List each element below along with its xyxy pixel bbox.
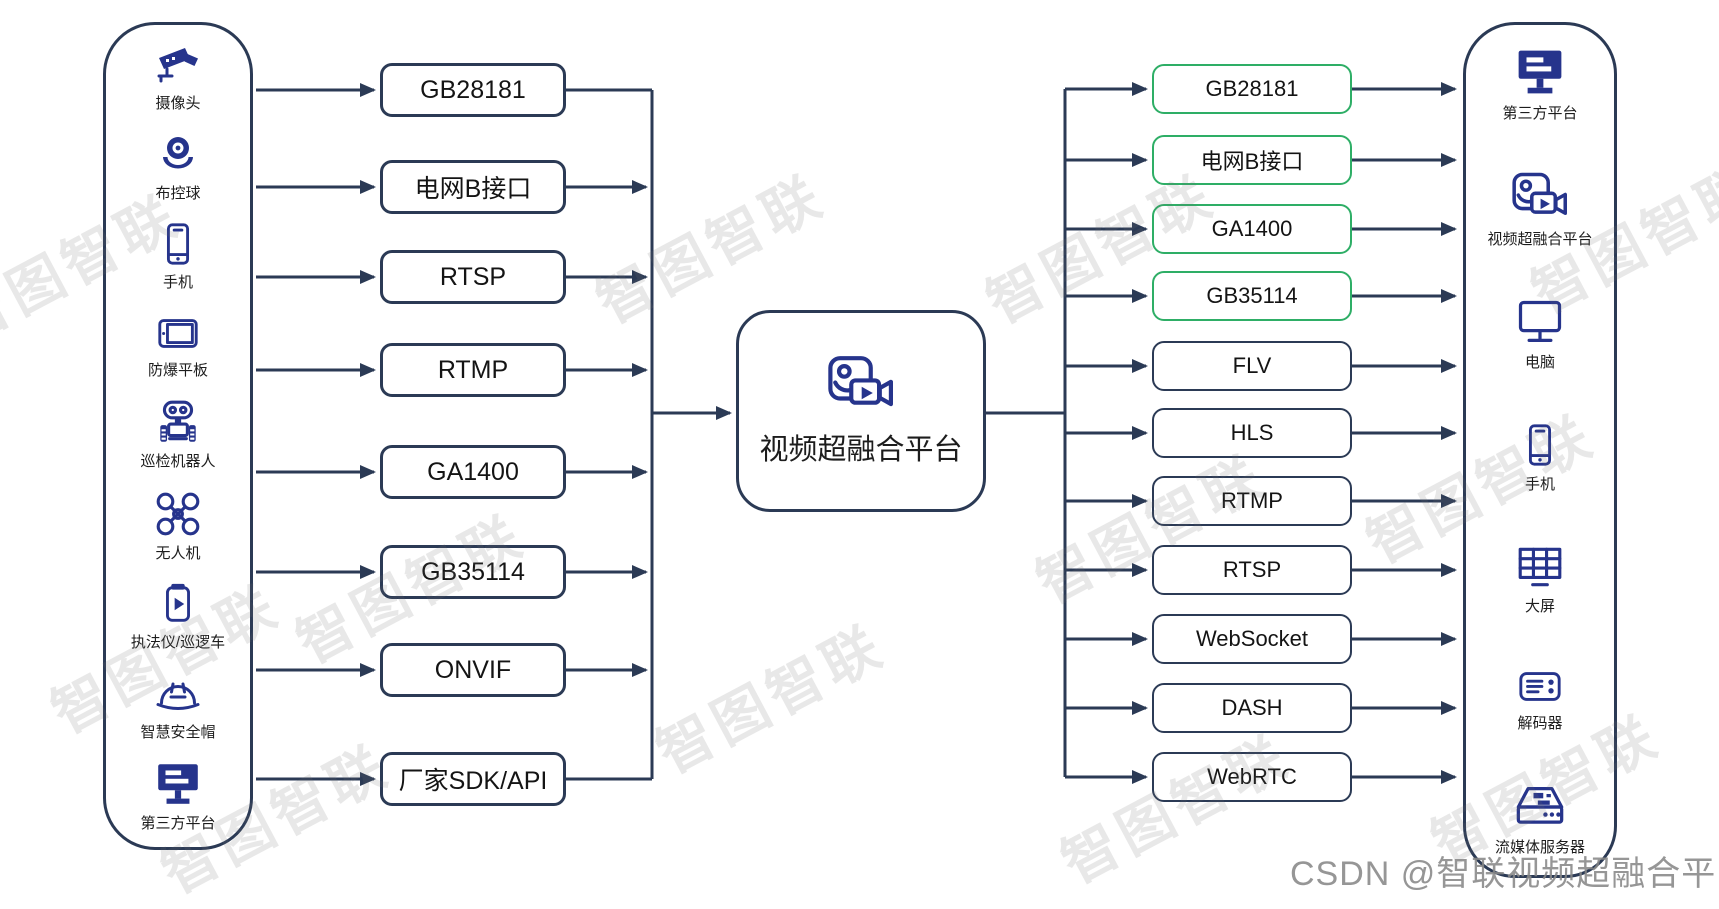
dome-camera-icon [163,136,193,168]
video-fusion-icon [1512,172,1567,215]
consumer-label: 手机 [1524,475,1555,493]
consumer-label: 第三方平台 [1502,105,1578,122]
consumer-video-fusion-platform: 视频超融合平台 [1487,171,1593,249]
helmet-icon [156,682,200,710]
protocol-label: DASH [1221,695,1283,720]
bodycam-icon [166,583,190,622]
output-protocol-dash: DASH [1152,683,1352,733]
device-label: 执法仪/巡逻车 [130,634,226,651]
protocol-label: RTMP [437,355,509,384]
consumer-third-party-platform: 第三方平台 [1502,45,1578,123]
media-server-icon [1516,786,1564,824]
input-protocol-onvif: ONVIF [380,643,566,697]
protocol-label: WebRTC [1207,764,1297,789]
protocol-label: 厂家SDK/API [398,767,548,795]
consumer-label: 流媒体服务器 [1494,838,1585,856]
device-smart-helmet: 智慧安全帽 [140,670,216,742]
output-protocol-ga1400: GA1400 [1152,204,1352,254]
input-protocol-ga1400: GA1400 [380,445,566,499]
robot-icon [160,400,196,442]
consumer-label: 大屏 [1524,597,1555,615]
monitor-icon [158,764,198,804]
protocol-label: GB35114 [1206,283,1298,308]
decoder-icon [1519,672,1561,702]
input-protocol-gb35114: GB35114 [380,545,566,599]
device-bodycam: 执法仪/巡逻车 [131,580,225,652]
device-label: 智慧安全帽 [140,723,216,741]
device-label: 摄像头 [155,95,201,112]
source-devices-panel: 摄像头 布控球 手机 防爆平板 [103,22,253,850]
protocol-label: GA1400 [1211,216,1293,241]
input-protocol-gb28181: GB28181 [380,63,566,117]
output-protocol-hls: HLS [1152,408,1352,458]
input-protocol-grid-b: 电网B接口 [380,160,566,214]
device-phone: 手机 [155,220,201,292]
device-camera: 摄像头 [153,41,203,113]
protocol-label: ONVIF [434,655,512,684]
monitor-icon [1518,50,1562,94]
device-dome-camera: 布控球 [154,131,202,203]
center-platform-label: 视频超融合平台 [759,434,963,466]
device-drone: 无人机 [152,489,204,563]
smartphone-icon [1528,424,1552,466]
output-protocol-grid-b: 电网B接口 [1152,135,1352,185]
protocol-label: RTMP [1221,488,1283,513]
video-fusion-icon [828,356,893,407]
consumer-label: 电脑 [1524,354,1555,372]
output-protocol-rtmp: RTMP [1152,476,1352,526]
device-label: 第三方平台 [140,815,216,832]
input-protocol-sdk-api: 厂家SDK/API [380,752,566,806]
protocol-label: GB28181 [420,75,526,104]
output-protocol-rtsp: RTSP [1152,545,1352,595]
output-protocol-flv: FLV [1152,341,1352,391]
device-label: 防爆平板 [147,361,208,379]
consumer-devices-panel: 第三方平台 视频超融合平台 电脑 手机 [1463,22,1617,878]
consumer-phone: 手机 [1517,420,1563,494]
device-label: 无人机 [155,544,201,562]
protocol-label: GB28181 [1205,76,1299,101]
consumer-label: 视频超融合平台 [1487,230,1593,248]
protocol-label: GA1400 [427,457,519,486]
output-protocol-gb28181: GB28181 [1152,64,1352,114]
consumer-media-server: 流媒体服务器 [1495,781,1585,857]
protocol-label: FLV [1232,353,1272,378]
output-protocol-websocket: WebSocket [1152,614,1352,664]
protocol-label: HLS [1230,420,1274,445]
protocol-label: WebSocket [1195,626,1309,651]
device-label: 手机 [162,274,193,291]
output-protocol-webrtc: WebRTC [1152,752,1352,802]
consumer-computer: 电脑 [1513,296,1567,372]
protocol-label: 电网B接口 [414,175,532,203]
protocol-label: GB35114 [421,557,525,586]
consumer-video-wall: 大屏 [1512,542,1568,616]
computer-icon [1518,301,1562,343]
cctv-camera-icon [157,48,198,83]
protocol-label: RTSP [439,262,507,291]
tablet-icon [158,318,198,348]
consumer-label: 解码器 [1517,715,1563,733]
consumer-decoder: 解码器 [1512,663,1568,733]
protocol-label: RTSP [1222,557,1282,582]
input-protocol-rtmp: RTMP [380,343,566,397]
videowall-icon [1518,547,1562,586]
device-third-party-platform: 第三方平台 [140,759,216,833]
device-robot: 巡检机器人 [140,397,216,471]
input-protocol-rtsp: RTSP [380,250,566,304]
video-fusion-platform: 视频超融合平台 [736,310,986,512]
device-tablet: 防爆平板 [148,310,208,380]
device-label: 巡检机器人 [140,453,216,470]
smartphone-icon [166,223,190,265]
device-label: 布控球 [155,184,201,202]
drone-icon [156,492,200,535]
protocol-label: 电网B接口 [1200,149,1304,174]
output-protocol-gb35114: GB35114 [1152,271,1352,321]
